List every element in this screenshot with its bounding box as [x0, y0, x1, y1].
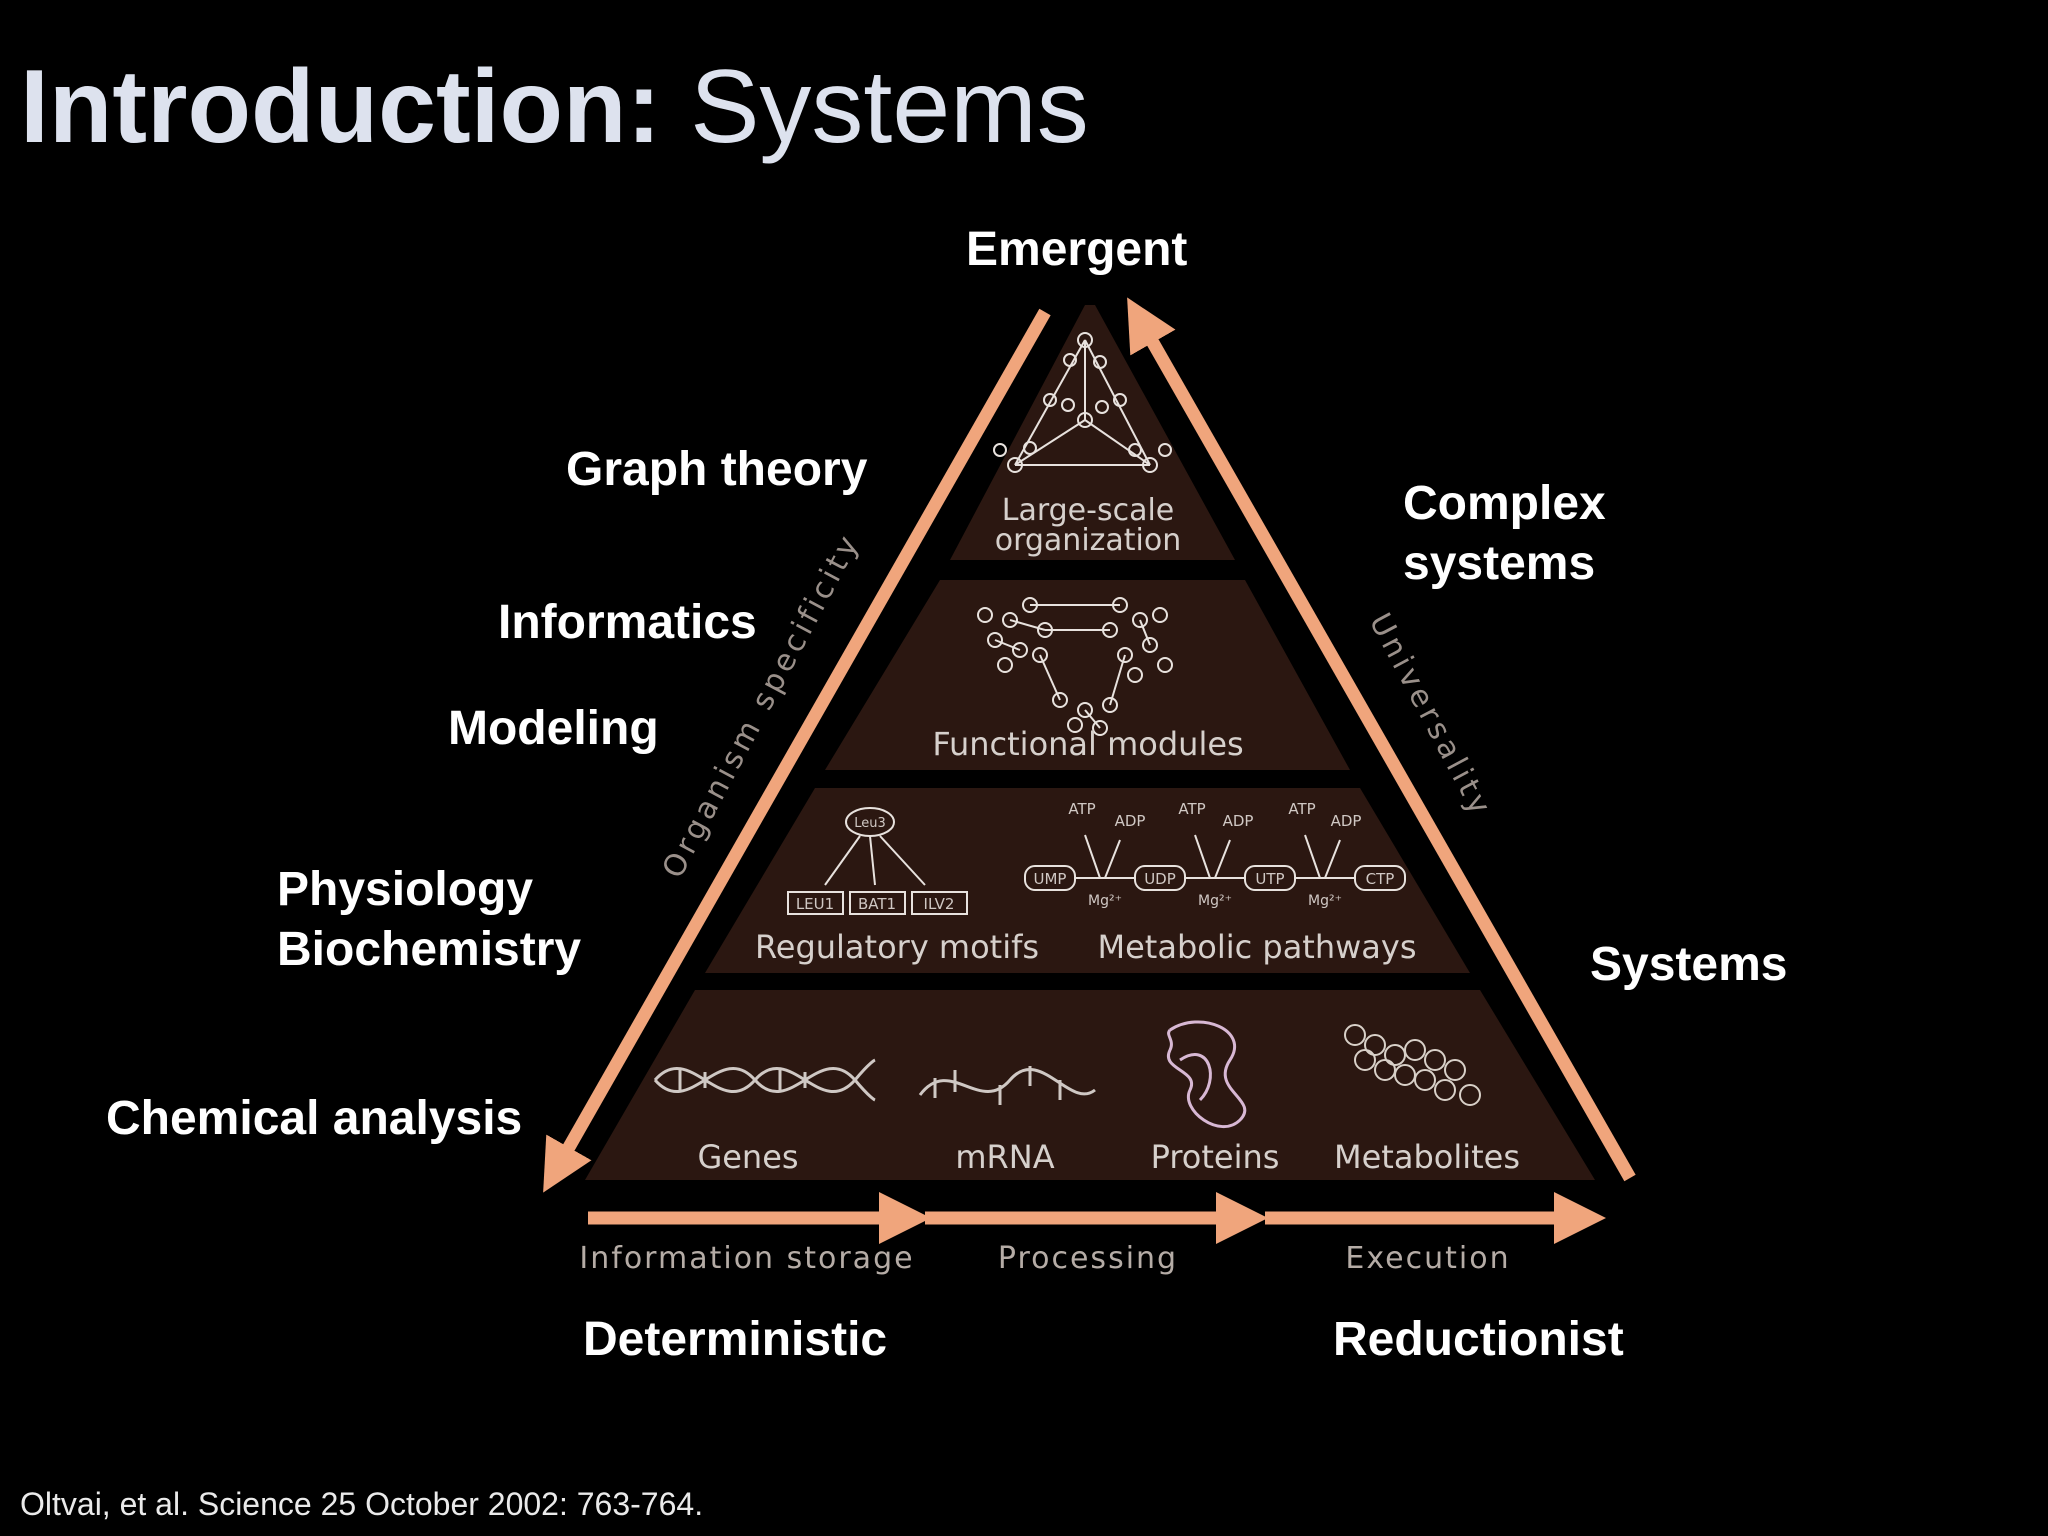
adp-1: ADP [1115, 812, 1146, 830]
atp-2: ATP [1178, 800, 1205, 818]
metabolic-pathway-illustration [1024, 834, 1406, 891]
genes-dna-illustration [653, 1058, 876, 1102]
motif-gene-1: LEU1 [796, 895, 834, 913]
adp-2: ADP [1223, 812, 1254, 830]
label-emergent: Emergent [966, 223, 1188, 276]
tier-large-scale [950, 305, 1235, 560]
pathway-node-ctp: CTP [1366, 870, 1395, 888]
mg-3: Mg²⁺ [1308, 893, 1342, 909]
pathway-node-ump: UMP [1034, 870, 1067, 888]
pathway-node-udp: UDP [1144, 870, 1176, 888]
motif-gene-2: BAT1 [858, 895, 896, 913]
proteins-label: Proteins [1151, 1138, 1280, 1176]
atp-1: ATP [1068, 800, 1095, 818]
label-chemical-analysis: Chemical analysis [106, 1092, 523, 1145]
atp-3: ATP [1288, 800, 1315, 818]
title-bold: Introduction: [20, 49, 662, 165]
metabolites-illustration [1344, 1024, 1481, 1106]
regulatory-motif-illustration [787, 807, 968, 915]
tier-regulatory-metabolic [705, 788, 1470, 973]
tier1-label-line1: Large-scale [1002, 493, 1175, 528]
label-deterministic: Deterministic [583, 1313, 888, 1366]
label-modeling: Modeling [448, 702, 659, 755]
flow-label-execution: Execution [1345, 1241, 1510, 1276]
label-graph-theory: Graph theory [566, 443, 868, 496]
tier1-label-line2: organization [995, 523, 1182, 558]
proteins-illustration [1166, 1020, 1247, 1128]
large-scale-network-illustration [993, 332, 1172, 473]
label-complex-systems-2: systems [1403, 537, 1596, 590]
label-systems: Systems [1590, 938, 1788, 991]
tier3-left-label: Regulatory motifs [755, 928, 1039, 966]
mg-2: Mg²⁺ [1198, 893, 1232, 909]
label-complex-systems-1: Complex [1403, 477, 1606, 530]
left-edge-arrow [543, 308, 1051, 1193]
mrna-label: mRNA [955, 1138, 1054, 1176]
tier-functional-modules [825, 580, 1350, 770]
label-biochemistry: Biochemistry [277, 923, 582, 976]
label-reductionist: Reductionist [1333, 1313, 1624, 1366]
pathway-node-utp: UTP [1255, 870, 1284, 888]
slide-title: Introduction: Systems [20, 50, 1089, 164]
metabolites-label: Metabolites [1334, 1138, 1520, 1176]
label-physiology: Physiology [277, 863, 534, 916]
tier3-right-label: Metabolic pathways [1097, 928, 1416, 966]
adp-3: ADP [1331, 812, 1362, 830]
motif-gene-3: ILV2 [924, 895, 955, 913]
title-light: Systems [661, 49, 1089, 165]
mrna-illustration [918, 1066, 1096, 1105]
genes-label: Genes [697, 1138, 798, 1176]
flow-label-information-storage: Information storage [579, 1241, 914, 1276]
tier2-label: Functional modules [932, 725, 1243, 763]
mg-1: Mg²⁺ [1088, 893, 1122, 909]
citation: Oltvai, et al. Science 25 October 2002: … [20, 1486, 704, 1522]
motif-top-label: Leu3 [854, 816, 886, 831]
universality-label: Universality [1362, 608, 1499, 824]
flow-label-processing: Processing [998, 1241, 1178, 1276]
tier-molecules [585, 990, 1595, 1180]
label-informatics: Informatics [498, 596, 757, 649]
right-edge-arrow [1127, 297, 1636, 1182]
functional-modules-illustration [977, 597, 1173, 736]
